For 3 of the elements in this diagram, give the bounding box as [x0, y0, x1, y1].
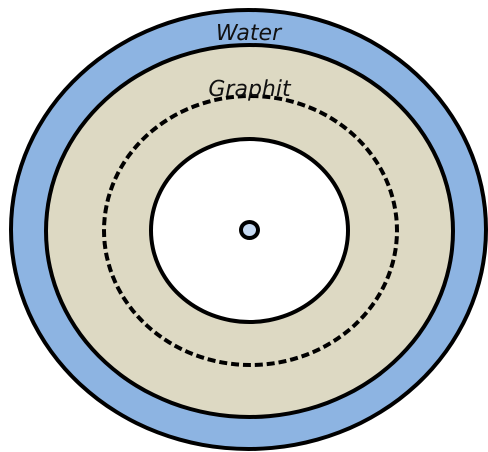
layer-label: Graphit	[208, 77, 291, 103]
center-dot	[239, 220, 260, 240]
layer-label: Water	[216, 21, 282, 47]
